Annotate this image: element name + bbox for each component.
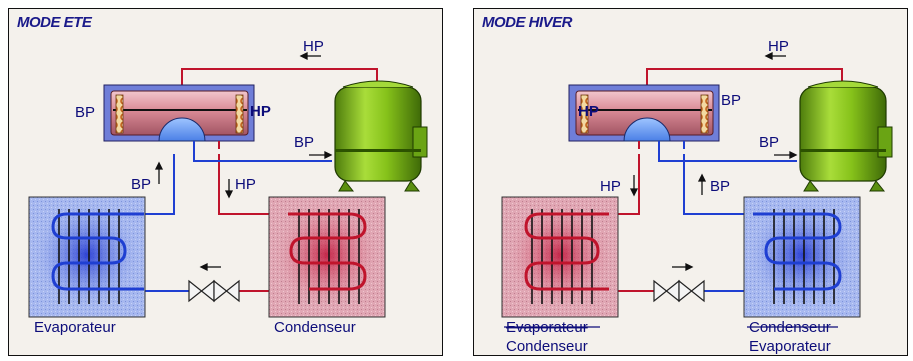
bp-label: BP	[75, 104, 95, 121]
expansion-valve-icon	[188, 279, 240, 303]
diagram-mode-hiver: MODE HIVER	[473, 8, 908, 356]
hp-label: HP	[303, 38, 324, 55]
right-exchanger-name: Condenseur	[274, 319, 356, 336]
hp-label: HP	[768, 38, 789, 55]
bp-label: BP	[710, 178, 730, 195]
mode-title: MODE HIVER	[482, 14, 573, 31]
four-way-valve-icon	[568, 84, 720, 149]
compressor-icon	[799, 80, 893, 192]
refrigeration-circuit: HP BP HP BP BP HP Evaporateur Condenseur	[28, 38, 428, 336]
flow-arrow-icon	[629, 51, 798, 272]
bp-label: BP	[131, 176, 151, 193]
hp-label: HP	[578, 103, 599, 120]
left-exchanger-name: Evaporateur	[34, 319, 116, 336]
bp-label: BP	[294, 134, 314, 151]
mode-title: MODE ETE	[17, 14, 92, 31]
bp-label: BP	[721, 92, 741, 109]
right-exchanger-name: Evaporateur	[749, 338, 831, 355]
expansion-valve-icon	[653, 279, 705, 303]
refrigeration-circuit: HP HP BP BP HP BP Evaporateur Condenseur…	[501, 38, 893, 355]
diagram-mode-ete: MODE ETE	[8, 8, 443, 356]
compressor-icon	[334, 80, 428, 192]
heat-exchanger-icon	[28, 196, 146, 318]
flow-arrow-icon	[154, 51, 333, 272]
four-way-valve-icon	[103, 84, 255, 149]
hp-label: HP	[235, 176, 256, 193]
heat-exchanger-icon	[743, 196, 861, 318]
bp-label: BP	[759, 134, 779, 151]
heat-exchanger-icon	[268, 196, 386, 318]
heat-exchanger-icon	[501, 196, 619, 318]
hp-label: HP	[600, 178, 621, 195]
left-exchanger-name: Condenseur	[506, 338, 588, 355]
hp-label: HP	[250, 103, 271, 120]
